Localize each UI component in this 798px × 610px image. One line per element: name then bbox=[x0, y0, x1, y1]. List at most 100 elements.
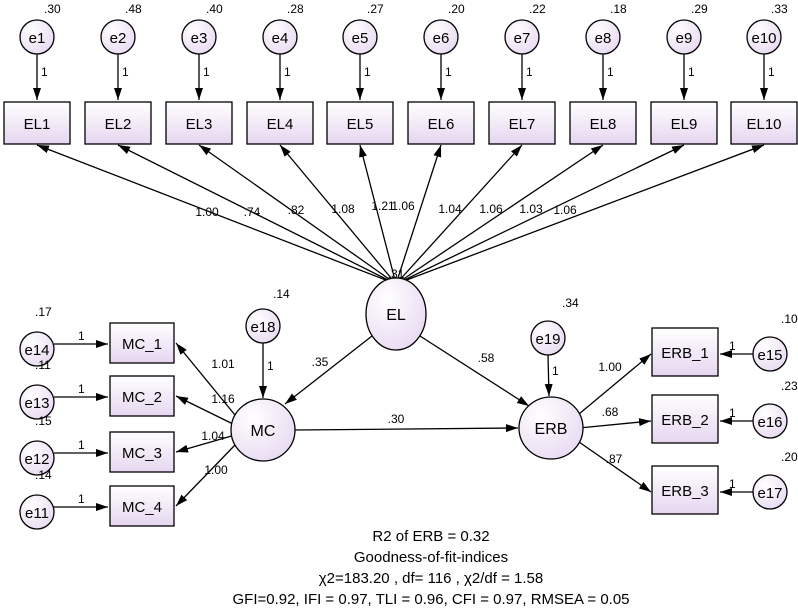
error-circle-e8 bbox=[585, 19, 621, 55]
indicator-label-EL3: EL3 bbox=[186, 116, 213, 133]
loading-value-ERB_2: .68 bbox=[602, 405, 619, 419]
error-path-weight-e7: 1 bbox=[526, 65, 533, 79]
loading-arrow-EL6 bbox=[395, 144, 442, 285]
error-path-weight-e3: 1 bbox=[203, 65, 210, 79]
fit-indices-block: R2 of ERB = 0.32 Goodness-of-fit-indices… bbox=[232, 528, 629, 608]
disturbance-variance-e18: .14 bbox=[273, 287, 290, 301]
loading-arrow-EL10 bbox=[395, 144, 765, 285]
error-circle-e9 bbox=[666, 19, 702, 55]
error-circle-e3 bbox=[181, 19, 217, 55]
error-path-weight-e13: 1 bbox=[78, 382, 85, 396]
loading-value-ERB_1: 1.00 bbox=[598, 360, 622, 374]
error-path-weight-e11: 1 bbox=[78, 492, 85, 506]
latent-el bbox=[365, 277, 427, 351]
error-variance-e4: .28 bbox=[287, 2, 304, 16]
error-path-weight-e5: 1 bbox=[364, 65, 371, 79]
error-path-weight-e12: 1 bbox=[78, 438, 85, 452]
error-variance-e14: .17 bbox=[35, 305, 52, 319]
disturbance-label-e18: e18 bbox=[250, 319, 275, 336]
loading-value-EL9: 1.03 bbox=[519, 202, 543, 216]
indicator-box-EL2 bbox=[84, 101, 152, 145]
loading-arrow-EL1 bbox=[36, 144, 397, 285]
loading-value-EL4: 1.08 bbox=[331, 202, 355, 216]
indicator-box-EL1 bbox=[3, 101, 71, 145]
error-circle-e16 bbox=[752, 403, 788, 439]
error-path-weight-e14: 1 bbox=[78, 329, 85, 343]
loading-arrow-MC_2 bbox=[175, 395, 236, 426]
fit-chi-square: χ2=183.20 , df= 116 , χ2/df = 1.58 bbox=[319, 570, 543, 587]
error-circle-e11 bbox=[19, 494, 55, 530]
latent-mc bbox=[230, 398, 296, 462]
error-label-e14: e14 bbox=[24, 342, 49, 359]
indicator-label-EL6: EL6 bbox=[428, 116, 455, 133]
error-variance-e8: .18 bbox=[610, 2, 627, 16]
path-value-mc-erb: .30 bbox=[388, 412, 405, 426]
r2-erb: R2 of ERB = 0.32 bbox=[372, 528, 489, 545]
loading-arrow-MC_4 bbox=[175, 444, 236, 507]
error-label-e15: e15 bbox=[757, 347, 782, 364]
error-circle-e2 bbox=[100, 19, 136, 55]
loading-value-EL2: .74 bbox=[244, 205, 261, 219]
error-variance-e11: .14 bbox=[35, 468, 52, 482]
indicator-box-EL9 bbox=[650, 101, 718, 145]
indicator-label-EL5: EL5 bbox=[347, 116, 374, 133]
indicator-label-EL4: EL4 bbox=[267, 116, 294, 133]
error-label-e17: e17 bbox=[757, 485, 782, 502]
error-circle-e5 bbox=[342, 19, 378, 55]
error-variance-e16: .23 bbox=[781, 379, 798, 393]
indicator-label-ERB_2: ERB_2 bbox=[661, 412, 709, 429]
indicator-box-MC_1 bbox=[109, 322, 175, 364]
loading-arrow-MC_3 bbox=[175, 434, 236, 453]
loading-arrow-EL3 bbox=[198, 144, 397, 285]
error-label-e10: e10 bbox=[751, 30, 776, 47]
error-variance-e5: .27 bbox=[367, 2, 384, 16]
indicator-box-ERB_3 bbox=[651, 465, 719, 515]
loading-arrow-EL5 bbox=[359, 144, 397, 285]
error-circle-e10 bbox=[746, 19, 782, 55]
indicator-label-EL7: EL7 bbox=[509, 116, 536, 133]
indicator-box-MC_4 bbox=[109, 485, 175, 527]
indicator-label-ERB_3: ERB_3 bbox=[661, 483, 709, 500]
path-value-el-mc: .35 bbox=[312, 355, 329, 369]
loading-value-EL7: 1.04 bbox=[438, 202, 462, 216]
error-label-e8: e8 bbox=[595, 30, 612, 47]
error-path-weight-e9: 1 bbox=[688, 65, 695, 79]
loading-value-EL1: 1.00 bbox=[195, 205, 219, 219]
error-circle-e6 bbox=[423, 19, 459, 55]
error-label-e5: e5 bbox=[352, 30, 369, 47]
error-variance-e3: .40 bbox=[206, 2, 223, 16]
error-path-weight-e8: 1 bbox=[607, 65, 614, 79]
error-label-e9: e9 bbox=[676, 30, 693, 47]
indicator-box-MC_2 bbox=[109, 375, 175, 417]
path-mc-to-erb bbox=[294, 424, 519, 433]
error-path-weight-e15: 1 bbox=[729, 339, 736, 353]
error-label-e16: e16 bbox=[757, 414, 782, 431]
loading-arrow-EL4 bbox=[279, 144, 397, 285]
error-path-weight-e10: 1 bbox=[768, 65, 775, 79]
indicator-label-EL1: EL1 bbox=[24, 116, 51, 133]
error-variance-e7: .22 bbox=[529, 2, 546, 16]
indicator-box-EL7 bbox=[488, 101, 556, 145]
error-variance-e6: .20 bbox=[448, 2, 465, 16]
loading-arrow-ERB_3 bbox=[578, 441, 652, 493]
indicator-label-MC_1: MC_1 bbox=[122, 336, 162, 353]
error-variance-e13: .11 bbox=[35, 358, 51, 372]
loading-arrow-EL7 bbox=[395, 144, 523, 285]
error-label-e4: e4 bbox=[272, 30, 289, 47]
loading-arrow-MC_1 bbox=[175, 342, 236, 416]
path-value-el-erb: .58 bbox=[478, 351, 495, 365]
loading-arrow-ERB_1 bbox=[578, 353, 652, 415]
indicator-box-EL3 bbox=[165, 101, 233, 145]
indicator-box-ERB_1 bbox=[651, 327, 719, 377]
loading-value-ERB_3: .87 bbox=[606, 452, 623, 466]
latent-label-erb: ERB bbox=[535, 421, 568, 438]
error-label-e11: e11 bbox=[25, 505, 49, 522]
indicator-box-EL6 bbox=[407, 101, 475, 145]
error-variance-e17: .20 bbox=[781, 450, 798, 464]
latent-label-el: EL bbox=[386, 307, 406, 324]
error-circle-e12 bbox=[19, 440, 55, 476]
error-variance-e2: .48 bbox=[125, 2, 142, 16]
indicator-box-EL5 bbox=[326, 101, 394, 145]
error-variance-e10: .33 bbox=[771, 2, 788, 16]
error-variance-e9: .29 bbox=[691, 2, 708, 16]
